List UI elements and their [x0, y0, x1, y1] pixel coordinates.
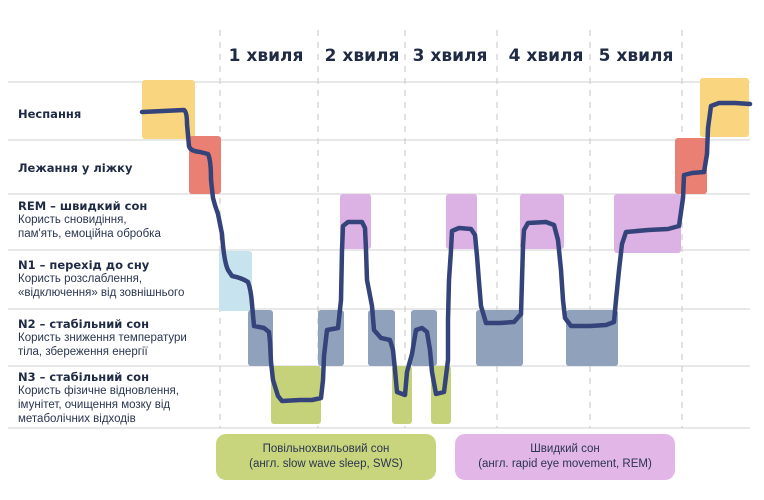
- n3-block: [271, 366, 321, 424]
- stage-n3-title: N3 – стабільний сон: [18, 370, 150, 384]
- stage-n1-title: N1 – перехід до сну: [18, 258, 150, 272]
- sleep-cycle-line: [139, 100, 753, 404]
- stage-rem-desc: Користь сновидіння, пам'ять, емоційна об…: [18, 214, 161, 240]
- stage-n1-desc: Користь розслаблення, «відключення» від …: [18, 273, 185, 299]
- stage-n3: N3 – стабільний сон Користь фізичне відн…: [18, 370, 223, 426]
- awake-block: [700, 78, 749, 137]
- stage-n1: N1 – перехід до сну Користь розслаблення…: [18, 258, 223, 300]
- wave-label-2: 2 хвиля: [324, 46, 400, 66]
- in-bed-block: [189, 136, 221, 194]
- stage-rem-title: REM – швидкий сон: [18, 199, 148, 213]
- wave-label-5: 5 хвиля: [598, 46, 674, 66]
- wave-label-4: 4 хвиля: [508, 46, 584, 66]
- stage-n3-desc: Користь фізичне відновлення, імунітет, о…: [18, 385, 179, 425]
- stage-rem: REM – швидкий сон Користь сновидіння, па…: [18, 199, 223, 241]
- sws-legend: Повільнохвильовий сон (англ. slow wave s…: [216, 434, 436, 480]
- n2-block: [566, 310, 618, 366]
- stage-n2: N2 – стабільний сон Користь зниження тем…: [18, 317, 223, 359]
- stage-in-bed-title: Лежання у ліжку: [18, 161, 133, 175]
- wave-label-3: 3 хвиля: [412, 46, 488, 66]
- rem-legend: Швидкий сон (англ. rapid eye movement, R…: [455, 434, 675, 480]
- stage-awake-title: Неспання: [18, 107, 82, 121]
- in-bed-block: [675, 138, 707, 194]
- rem-block: [614, 194, 681, 253]
- stage-n2-desc: Користь зниження температури тіла, збере…: [18, 332, 187, 358]
- wave-label-1: 1 хвиля: [228, 46, 304, 66]
- stage-n2-title: N2 – стабільний сон: [18, 317, 150, 331]
